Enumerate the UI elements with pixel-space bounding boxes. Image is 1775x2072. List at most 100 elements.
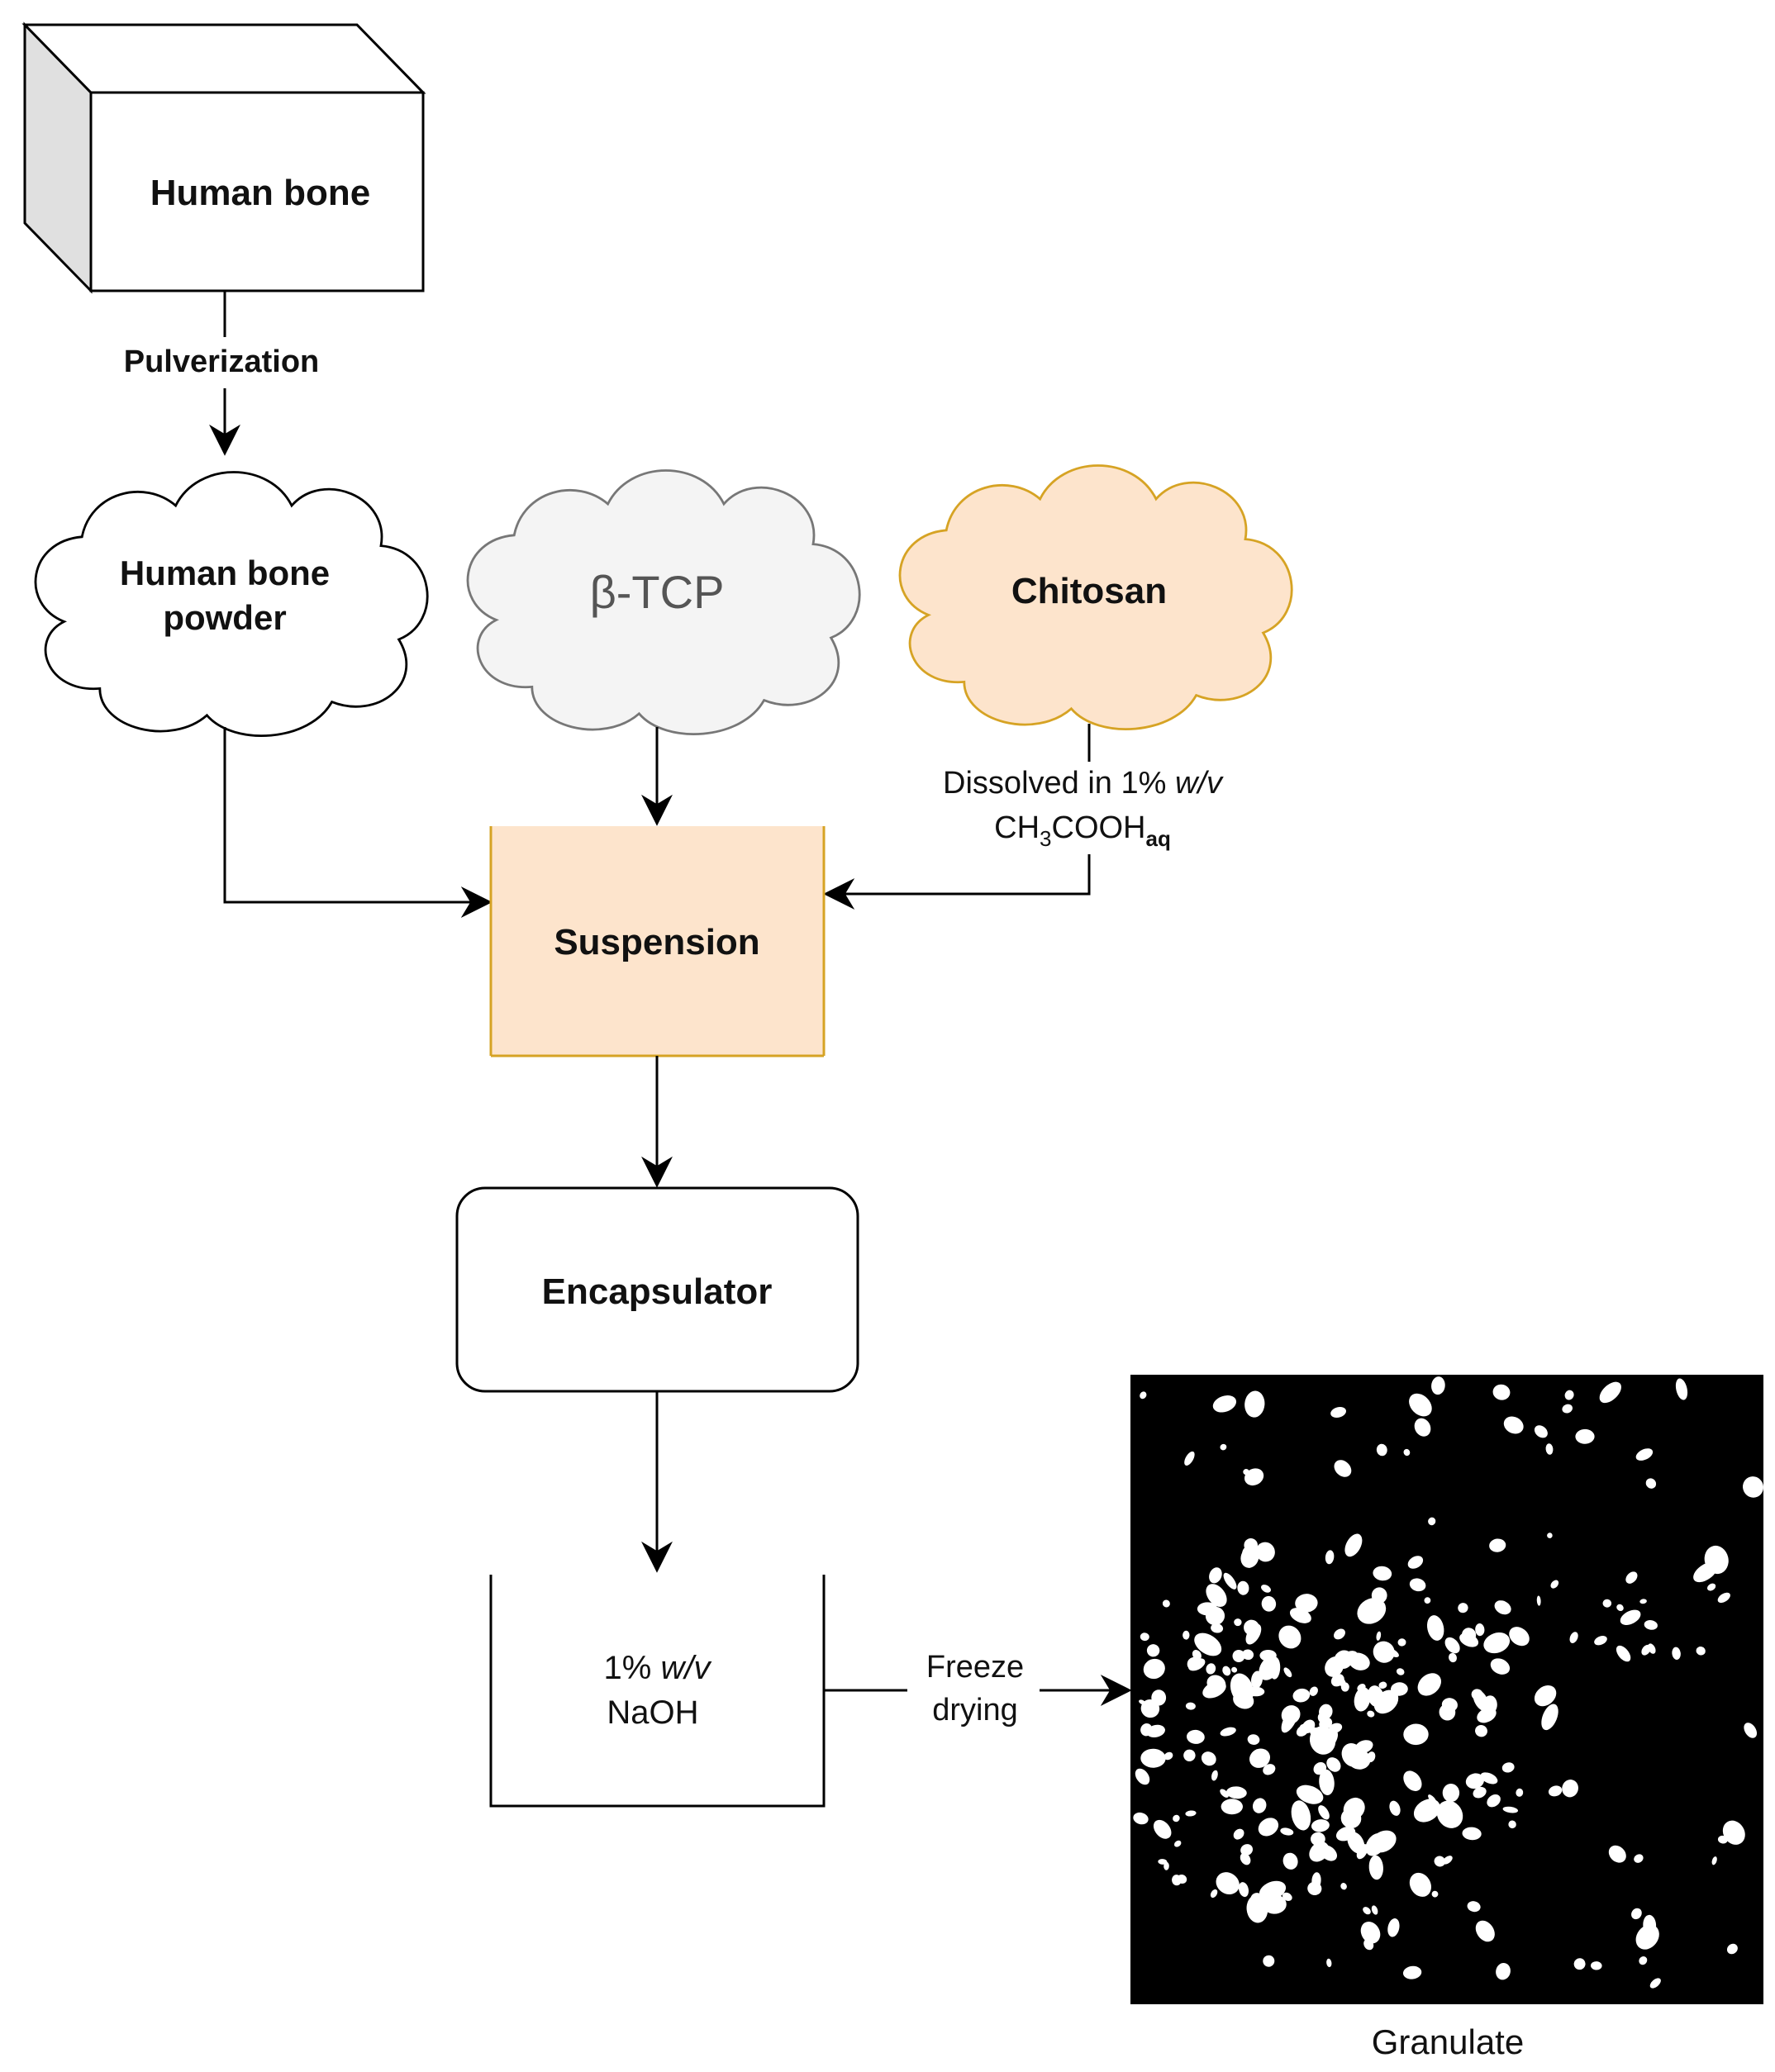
granule	[1247, 1734, 1260, 1745]
granule	[1706, 1583, 1716, 1591]
granule	[1387, 1918, 1400, 1937]
granule	[1185, 1702, 1196, 1710]
granule	[1242, 1649, 1254, 1661]
granule	[1726, 1943, 1738, 1955]
cube-front-face	[89, 91, 425, 292]
granule	[1216, 1872, 1240, 1895]
granule	[1591, 1961, 1602, 1970]
encapsulator-block: Encapsulator	[455, 1186, 859, 1393]
granule	[1187, 1729, 1205, 1744]
granule	[1696, 1647, 1706, 1656]
granule	[1325, 1656, 1344, 1677]
granule	[1173, 1814, 1180, 1823]
granule	[1462, 1827, 1482, 1841]
granule	[1192, 1650, 1202, 1661]
granule	[1263, 1764, 1276, 1775]
granule	[1373, 1641, 1395, 1663]
granule	[1206, 1584, 1227, 1607]
granule	[1442, 1784, 1460, 1803]
granule	[1631, 1908, 1642, 1920]
granule	[1367, 1710, 1375, 1718]
granule	[1675, 1378, 1688, 1400]
granule	[1249, 1748, 1271, 1768]
suspension-block: Suspension	[489, 826, 826, 1057]
human-bone-block: Human bone	[21, 21, 426, 294]
granule	[1462, 1628, 1477, 1642]
granule	[1487, 1794, 1501, 1808]
granule	[1419, 1800, 1434, 1815]
granule	[1140, 1391, 1147, 1400]
granule	[1562, 1404, 1573, 1414]
granule	[1503, 1416, 1524, 1434]
granule	[1620, 1609, 1641, 1626]
suspension-label: Suspension	[554, 922, 759, 962]
granule	[1258, 1818, 1279, 1837]
granule	[1645, 1478, 1657, 1489]
granule	[1436, 1800, 1463, 1828]
edge-freeze-drying: Freeze drying	[824, 1650, 1132, 1727]
granule	[1231, 1666, 1238, 1673]
granule	[1164, 1861, 1169, 1870]
granule	[1635, 1924, 1659, 1950]
dissolved-label-line1: Dissolved in 1% w/v	[943, 766, 1224, 801]
granule	[1262, 1894, 1287, 1914]
granule	[1326, 1958, 1332, 1968]
granule	[1371, 1905, 1378, 1915]
edge-pulverization: Pulverization	[124, 291, 319, 456]
granule	[1133, 1812, 1149, 1825]
bone-powder-label-line1: Human bone	[120, 554, 330, 592]
granule	[1490, 1658, 1511, 1675]
granule	[1569, 1632, 1578, 1643]
granule	[1417, 1673, 1441, 1696]
granule	[1639, 1956, 1648, 1965]
granule	[1183, 1630, 1190, 1640]
granule	[1240, 1844, 1254, 1856]
granule	[1403, 1770, 1422, 1791]
granule	[1164, 1751, 1173, 1761]
granule	[1220, 1727, 1236, 1737]
granule	[1246, 1686, 1265, 1697]
granule	[1319, 1704, 1333, 1720]
granule	[1281, 1707, 1299, 1733]
granule	[1174, 1840, 1182, 1847]
chitosan-label: Chitosan	[1011, 571, 1167, 611]
cube-top-face	[21, 23, 426, 94]
naoh-bath-block: 1% w/v NaOH	[489, 1575, 826, 1808]
granule	[1387, 1648, 1399, 1657]
granule	[1139, 1699, 1146, 1705]
granule	[1206, 1675, 1226, 1693]
granule	[1153, 1819, 1172, 1839]
granulate-image	[1130, 1375, 1763, 2004]
dissolved-label-line2: CH3COOHaq	[994, 810, 1171, 851]
granule	[1354, 1740, 1373, 1754]
granule	[1337, 1677, 1346, 1687]
granule	[1717, 1592, 1730, 1604]
granule	[1471, 1689, 1483, 1700]
chitosan-cloud: Chitosan	[898, 464, 1293, 731]
granule	[1237, 1580, 1249, 1595]
granule	[1414, 1418, 1431, 1437]
granule	[1223, 1572, 1237, 1590]
granule	[1409, 1872, 1431, 1897]
bone-powder-cloud: Human bone powder	[34, 471, 429, 738]
granule	[1363, 1938, 1374, 1951]
granule	[1634, 1854, 1644, 1863]
granule	[1233, 1828, 1244, 1840]
granule	[1278, 1625, 1302, 1649]
granule	[1534, 1425, 1548, 1438]
granule	[1373, 1566, 1392, 1581]
granule	[1183, 1749, 1196, 1762]
granule	[1473, 1786, 1487, 1799]
granule	[1378, 1681, 1387, 1689]
encapsulator-label: Encapsulator	[542, 1271, 773, 1312]
granule	[1722, 1820, 1745, 1845]
granule	[1282, 1892, 1292, 1901]
granule	[1635, 1448, 1654, 1461]
edge-powder-to-suspension	[223, 727, 493, 918]
granule	[1428, 1517, 1436, 1526]
granule	[1140, 1632, 1149, 1642]
granule	[1240, 1852, 1251, 1865]
granule	[1575, 1428, 1595, 1444]
granule	[1261, 1595, 1277, 1612]
granule	[1397, 1638, 1406, 1647]
